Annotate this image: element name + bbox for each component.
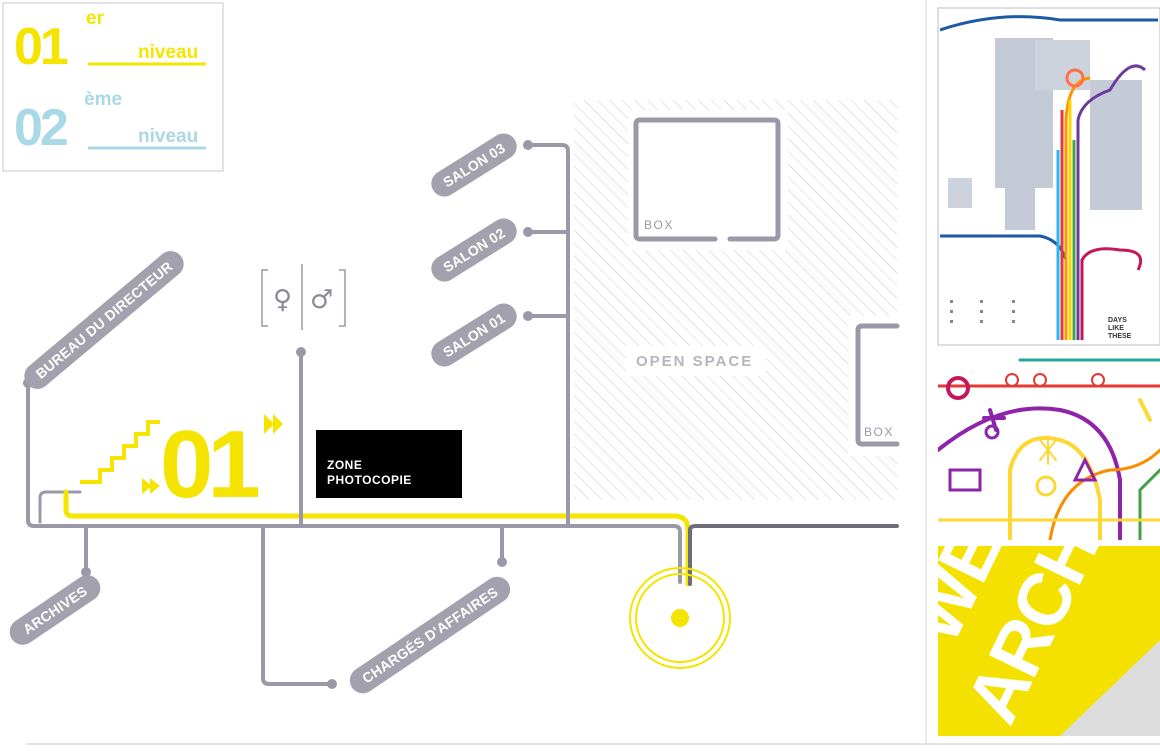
thumb-map-blue-top (940, 15, 1158, 32)
legend-frame (2, 2, 224, 172)
thumb-map-block-small (948, 178, 972, 208)
box-1-outline (633, 117, 781, 242)
dot-salon-03 (523, 140, 533, 150)
stop-number: 01 (160, 411, 258, 518)
label-salon-02: SALON 02 (431, 218, 517, 282)
dot-archives (81, 567, 91, 577)
dot-charges (327, 679, 337, 689)
open-space-label-bg (626, 346, 766, 376)
thumb-poster-yellow (938, 546, 1160, 736)
gray-stairs-connector (38, 490, 82, 524)
zone-photocopie-box (316, 430, 462, 498)
female-icon: ♀ (273, 285, 292, 315)
label-charges-affaires: CHARGÉS D'AFFAIRES (349, 576, 511, 694)
arrow-right-2-icon (273, 414, 283, 434)
thumbnail-floor-map: DAYS LIKE THESE (937, 7, 1160, 346)
thumb-map-caption-1: DAYS (1108, 317, 1127, 324)
stairs-icon (80, 420, 160, 484)
label-charges-affaires-text: CHARGÉS D'AFFAIRES (359, 584, 501, 687)
route-lines (26, 143, 899, 686)
gray-main-line (26, 381, 682, 584)
entry-inner-ring (635, 573, 725, 663)
label-salon-03: SALON 03 (431, 133, 517, 197)
legend-level1-suffix: er (86, 8, 105, 29)
wc-bracket-right (339, 269, 346, 327)
zone-line-2: PHOTOCOPIE (327, 473, 412, 487)
wc-bracket-left (261, 269, 268, 327)
open-space-label: OPEN SPACE (636, 353, 753, 370)
thumbnail-metro-illustration (938, 350, 1160, 540)
arrow-left-2-icon (150, 478, 160, 494)
entry-dot (671, 609, 689, 627)
dark-exit-line (688, 524, 899, 586)
entry-point (629, 567, 731, 669)
box-1-clear (628, 110, 788, 250)
thumb-map-block-left2 (1005, 150, 1035, 230)
arrow-left-1-icon (142, 478, 152, 494)
box-2-outline (855, 323, 900, 447)
zone-line-1: ZONE (327, 458, 362, 472)
label-archives: ARCHIVES (9, 575, 101, 645)
legend-level2-suffix: ème (84, 89, 122, 110)
label-bureau-directeur: BUREAU DU DIRECTEUR (24, 251, 184, 389)
arrow-right-1-icon (264, 414, 274, 434)
dot-charges-right (497, 557, 507, 567)
entry-outer-ring (629, 567, 731, 669)
label-bureau-directeur-text: BUREAU DU DIRECTEUR (32, 258, 175, 382)
level-01-marker: 01 (80, 411, 283, 518)
thumb-map-block-right (1090, 80, 1142, 210)
thumb-map-caption-2: LIKE (1108, 325, 1124, 332)
charges-branch (261, 524, 334, 686)
dot-salon-01 (523, 311, 533, 321)
salon-trunk-line (526, 143, 570, 528)
dot-salon-02 (523, 227, 533, 237)
label-archives-text: ARCHIVES (20, 583, 90, 638)
dot-wc (296, 347, 306, 357)
box-2-label: BOX (864, 425, 894, 439)
yellow-level-line (63, 489, 691, 587)
legend-level2-word: niveau (138, 126, 198, 147)
level-legend: 01 er niveau 02 ème niveau (2, 2, 224, 172)
male-icon: ♂ (310, 285, 333, 315)
legend-level1-number: 01 (14, 18, 68, 76)
zone-photocopie: ZONE PHOTOCOPIE (316, 430, 462, 498)
restroom-sign: ♀ ♂ (261, 264, 346, 330)
thumb-map-caption-3: THESE (1108, 333, 1132, 340)
legend-level2-number: 02 (14, 99, 67, 157)
box-1-label: BOX (644, 218, 674, 232)
open-space-area: BOX BOX OPEN SPACE (574, 100, 900, 500)
label-salon-01: SALON 01 (431, 303, 517, 367)
thumbnail-poster: WEST ARCHITE (938, 546, 1160, 736)
legend-level1-word: niveau (138, 42, 198, 63)
